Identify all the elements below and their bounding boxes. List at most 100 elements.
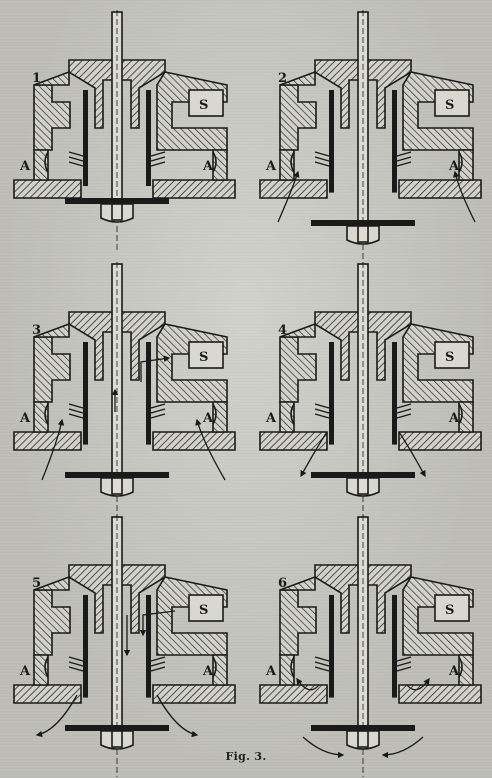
spring-coil <box>314 413 330 419</box>
figure-caption: Fig. 3. <box>225 750 267 763</box>
port-box <box>188 341 224 369</box>
spring-coil <box>396 413 412 419</box>
left-guide-tube <box>329 595 334 698</box>
spring-coil <box>68 413 84 419</box>
spring-coil <box>150 156 166 162</box>
right-opening <box>458 151 463 173</box>
right-port-label: A <box>448 411 460 426</box>
right-wall <box>212 149 228 181</box>
left-opening <box>290 656 295 678</box>
spring-coil <box>150 403 166 409</box>
right-wall <box>212 401 228 433</box>
left-guide-tube <box>83 90 88 186</box>
left-casing-top <box>279 575 316 591</box>
left-flange <box>259 431 328 451</box>
port-box <box>188 594 224 622</box>
flow-arrow <box>406 677 430 691</box>
right-guide-tube <box>392 595 397 698</box>
right-guide-tube <box>392 90 397 193</box>
left-casing <box>33 84 71 151</box>
right-opening <box>212 656 217 678</box>
spring-coil <box>314 161 330 167</box>
port-label: S <box>445 603 454 618</box>
panel-number: 1 <box>32 71 41 86</box>
flow-arrow <box>41 418 65 481</box>
spring-coil <box>314 156 330 162</box>
spring-coil <box>68 151 84 157</box>
right-flange <box>398 179 482 199</box>
spring-coil <box>68 661 84 667</box>
spring-coil <box>68 408 84 414</box>
left-opening <box>290 151 295 173</box>
left-flange <box>259 179 328 199</box>
left-opening <box>44 656 49 678</box>
left-guide-tube <box>329 342 334 445</box>
spring-coil <box>68 403 84 409</box>
right-port-label: A <box>448 159 460 174</box>
valve-disc <box>65 472 169 478</box>
spring-coil <box>314 661 330 667</box>
flow-arrow <box>452 170 476 223</box>
flow-arrow <box>300 431 328 478</box>
nut-bore <box>357 477 369 495</box>
port-label: S <box>199 603 208 618</box>
left-casing-top <box>279 70 316 86</box>
left-wall <box>279 401 295 433</box>
flow-arrow <box>35 694 78 738</box>
left-wall <box>33 401 49 433</box>
port-box <box>434 594 470 622</box>
spring-coil <box>68 656 84 662</box>
panel-number: 6 <box>278 576 287 591</box>
left-casing <box>279 84 317 151</box>
right-opening <box>212 151 217 173</box>
spring-coil <box>314 151 330 157</box>
spring-coil <box>68 666 84 672</box>
spring-coil <box>150 656 166 662</box>
left-casing-top <box>33 322 70 338</box>
flow-arrow <box>277 170 300 223</box>
left-casing <box>279 589 317 656</box>
spring-coil <box>396 161 412 167</box>
port-label: S <box>445 98 454 113</box>
right-flange <box>398 431 482 451</box>
right-flange <box>152 179 236 199</box>
panel-number: 4 <box>278 323 287 338</box>
flow-arrow <box>296 677 320 691</box>
spring-coil <box>396 408 412 414</box>
nut-bore <box>111 203 123 221</box>
left-casing-top <box>279 322 316 338</box>
left-wall <box>279 149 295 181</box>
valve-disc <box>311 472 415 478</box>
right-flange <box>152 684 236 704</box>
flow-arrow <box>381 736 424 759</box>
left-port-label: A <box>265 664 277 679</box>
right-port-label: A <box>448 664 460 679</box>
spring-coil <box>314 656 330 662</box>
spring-coil <box>396 656 412 662</box>
panel-6: S A A 6 <box>259 515 482 777</box>
right-guide-tube <box>146 595 151 698</box>
left-casing <box>33 336 71 403</box>
left-casing <box>279 336 317 403</box>
right-wall <box>458 149 474 181</box>
valve-disc <box>65 725 169 731</box>
left-port-label: A <box>19 664 31 679</box>
right-opening <box>458 403 463 425</box>
spring-coil <box>396 666 412 672</box>
left-port-label: A <box>265 411 277 426</box>
right-port-label: A <box>202 664 214 679</box>
left-port-label: A <box>19 411 31 426</box>
port-box <box>188 89 224 117</box>
spring-coil <box>150 666 166 672</box>
left-flange <box>13 684 82 704</box>
valve-disc <box>311 725 415 731</box>
valve-disc <box>65 198 169 204</box>
nut-bore <box>111 730 123 748</box>
port-box <box>434 89 470 117</box>
spring-coil <box>314 666 330 672</box>
